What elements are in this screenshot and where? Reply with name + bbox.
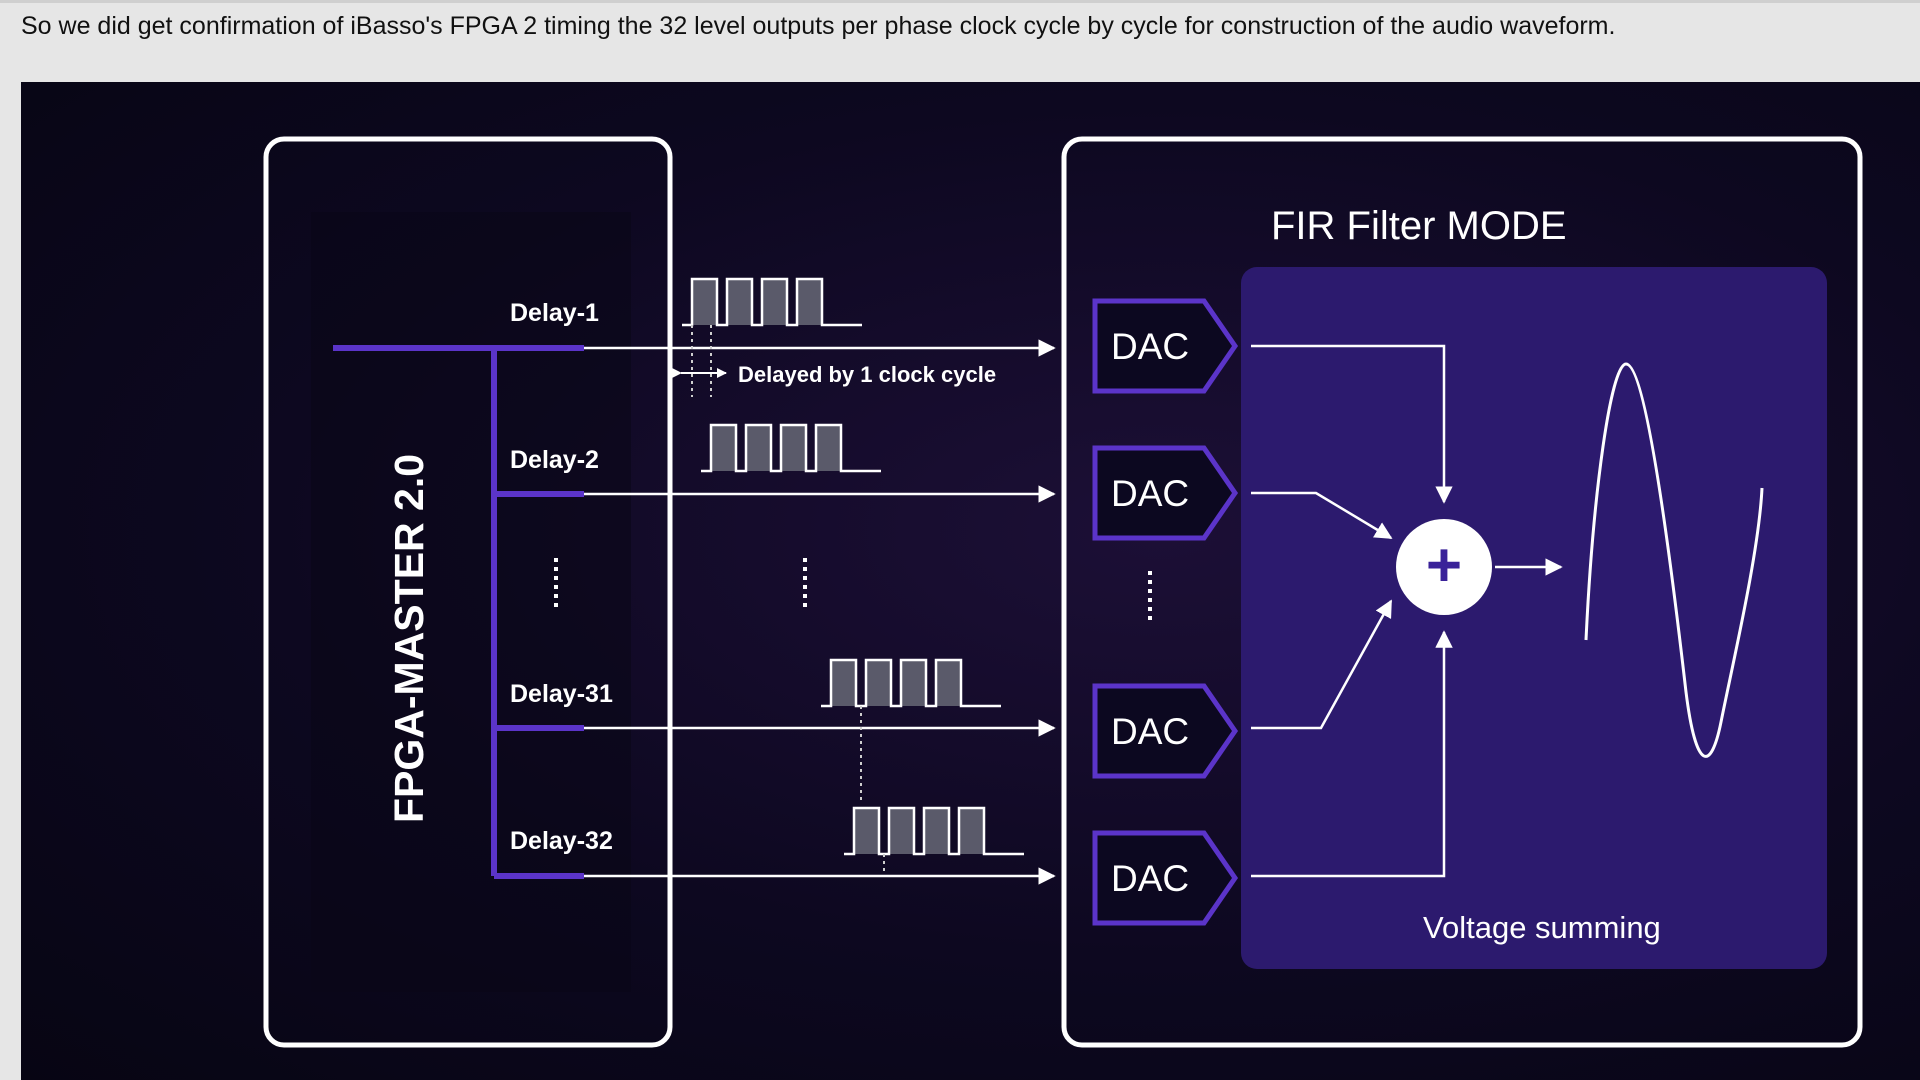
dac-block-32 [1092, 830, 1239, 926]
top-border [0, 0, 1920, 3]
fpga-box [263, 136, 673, 1048]
summing-label: Voltage summing [1423, 910, 1661, 945]
summing-node [1396, 519, 1492, 615]
delay-label-32: Delay-32 [510, 827, 613, 855]
dac-block-2 [1092, 445, 1239, 541]
timing-guides [691, 325, 885, 872]
signal-ellipsis [803, 558, 807, 607]
fpga-inner-panel [311, 212, 631, 992]
pulse-train-31 [821, 658, 1001, 708]
summing-panel [1241, 267, 1827, 969]
sum-input-31 [1251, 599, 1393, 730]
fir-box [1061, 136, 1863, 1048]
fpga-fir-diagram: FPGA-MASTER 2.0 Delay-1 Delay-2 Delay-31… [21, 82, 1920, 1080]
sum-input-32 [1251, 630, 1453, 878]
pulse-train-1 [682, 277, 862, 327]
fir-title: FIR Filter MODE [1271, 204, 1567, 248]
sum-symbol: + [1426, 531, 1462, 600]
fpga-label: FPGA-MASTER 2.0 [386, 454, 432, 823]
output-waveform [1584, 362, 1764, 758]
dac-label-31: DAC [1111, 711, 1189, 752]
dac-label-2: DAC [1111, 473, 1189, 514]
pulse-train-32 [844, 806, 1024, 856]
dac-ellipsis [1148, 571, 1152, 620]
fpga-ellipsis [554, 558, 558, 607]
dac-block-31 [1092, 683, 1239, 779]
diagram-svg: FPGA-MASTER 2.0 Delay-1 Delay-2 Delay-31… [263, 136, 1863, 1048]
dac-label-1: DAC [1111, 326, 1189, 367]
sum-input-2 [1251, 491, 1393, 540]
dac-label-32: DAC [1111, 858, 1189, 899]
dac-block-1 [1092, 298, 1239, 394]
delay-note: Delayed by 1 clock cycle [738, 362, 996, 387]
sum-input-1 [1251, 344, 1453, 504]
delay-label-2: Delay-2 [510, 446, 599, 474]
pulse-train-2 [701, 423, 881, 473]
fpga-bus [333, 345, 584, 879]
delay-label-31: Delay-31 [510, 680, 613, 708]
delay-label-1: Delay-1 [510, 299, 599, 327]
post-caption: So we did get confirmation of iBasso's F… [21, 12, 1616, 40]
